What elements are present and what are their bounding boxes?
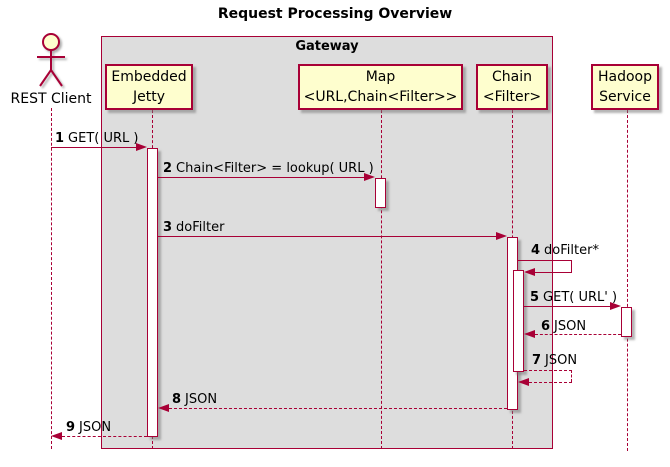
message-text: JSON bbox=[545, 353, 578, 368]
participant-name: Jetty bbox=[132, 89, 165, 105]
message-line bbox=[51, 147, 136, 148]
activation-bar-chain-nested bbox=[513, 270, 524, 372]
message-line bbox=[158, 177, 364, 178]
message-line bbox=[158, 236, 496, 237]
message-text: JSON bbox=[79, 420, 112, 435]
participant-name: Hadoop bbox=[597, 69, 652, 85]
message-line bbox=[518, 260, 572, 261]
message-line bbox=[169, 408, 507, 409]
message-text: GET( URL' ) bbox=[543, 290, 618, 305]
message-seq: 5 bbox=[530, 290, 540, 305]
arrowhead-left-icon bbox=[51, 432, 62, 440]
participant-box-map: Map <URL,Chain<Filter>> bbox=[298, 64, 463, 110]
diagram-title: Request Processing Overview bbox=[217, 6, 453, 22]
participant-box-embedded-jetty: Embedded Jetty bbox=[105, 64, 193, 110]
message-seq: 9 bbox=[66, 420, 76, 435]
actor-label: REST Client bbox=[10, 91, 92, 107]
message-line bbox=[535, 272, 572, 273]
message-text: JSON bbox=[554, 319, 587, 334]
arrowhead-left-icon bbox=[524, 268, 535, 276]
participant-name: <URL,Chain<Filter>> bbox=[303, 89, 458, 105]
message-line bbox=[571, 370, 572, 382]
message-text: doFilter* bbox=[544, 243, 599, 258]
message-line bbox=[529, 382, 572, 383]
participant-name: <Filter> bbox=[482, 89, 542, 105]
message-seq: 8 bbox=[172, 392, 182, 407]
activation-bar-map bbox=[375, 178, 386, 208]
message-line bbox=[524, 370, 572, 371]
activation-bar-hadoop-service bbox=[621, 307, 632, 337]
gateway-frame-label: Gateway bbox=[295, 39, 359, 54]
participant-name: Service bbox=[599, 89, 651, 105]
arrowhead-right-icon bbox=[496, 232, 507, 240]
actor-icon bbox=[37, 33, 65, 87]
arrowhead-right-icon bbox=[610, 302, 621, 310]
message-text: JSON bbox=[185, 392, 218, 407]
lifeline-rest-client bbox=[51, 108, 52, 449]
message-line bbox=[535, 334, 621, 335]
message-text: doFilter bbox=[176, 220, 225, 235]
participant-name: Map bbox=[365, 69, 396, 85]
message-line bbox=[571, 260, 572, 272]
lifeline-map bbox=[381, 110, 382, 449]
message-seq: 6 bbox=[541, 319, 551, 334]
message-seq: 1 bbox=[55, 131, 65, 146]
participant-box-hadoop-service: Hadoop Service bbox=[591, 64, 659, 110]
arrowhead-right-icon bbox=[136, 143, 147, 151]
message-text: GET( URL ) bbox=[68, 131, 139, 146]
message-line bbox=[524, 306, 610, 307]
message-seq: 7 bbox=[532, 353, 542, 368]
arrowhead-left-icon bbox=[158, 404, 169, 412]
activation-bar-embedded-jetty bbox=[147, 148, 158, 437]
participant-name: Embedded bbox=[111, 69, 187, 85]
arrowhead-right-icon bbox=[364, 173, 375, 181]
message-seq: 2 bbox=[163, 161, 173, 176]
message-line bbox=[62, 436, 147, 437]
participant-name: Chain bbox=[492, 69, 532, 85]
lifeline-hadoop-service bbox=[627, 110, 628, 451]
message-text: Chain<Filter> = lookup( URL ) bbox=[176, 161, 374, 176]
arrowhead-left-icon bbox=[518, 378, 529, 386]
message-seq: 3 bbox=[163, 220, 173, 235]
message-seq: 4 bbox=[531, 243, 541, 258]
participant-box-chain: Chain <Filter> bbox=[476, 64, 548, 110]
arrowhead-left-icon bbox=[524, 330, 535, 338]
